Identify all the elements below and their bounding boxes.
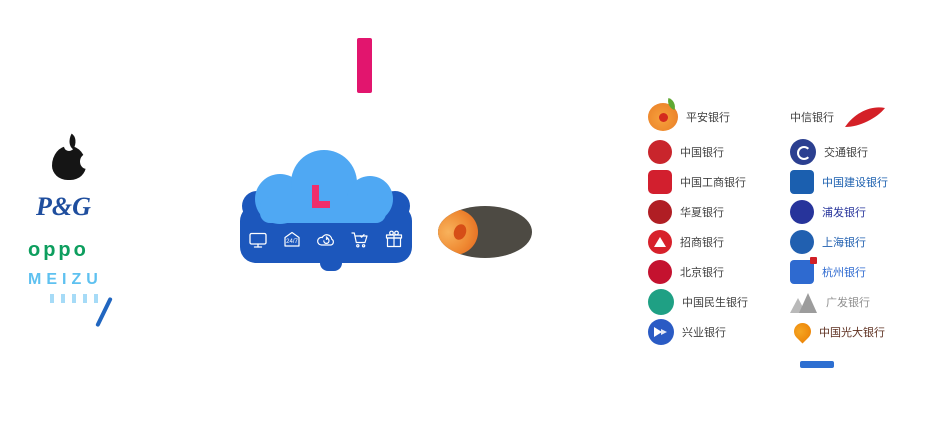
feature-icon-row: 24/7 [240, 229, 412, 251]
bank-row: 兴业银行 [648, 318, 780, 345]
bank-row: 交通银行 [790, 138, 928, 165]
pink-l-foot [312, 201, 330, 208]
bank-row: 中国光大银行 [790, 318, 928, 345]
apple-bite-shape [80, 154, 93, 169]
bank-logo-indigo-circle-icon [790, 199, 814, 224]
bank-logo-gray-mountain-icon [790, 291, 818, 313]
bank-logo-orange-fruit-icon [648, 98, 678, 131]
bank-name: 浦发银行 [822, 206, 866, 219]
bank-name: 中信银行 [790, 112, 834, 124]
bank-logo-red-swoosh-icon [845, 107, 885, 127]
more-indicator-bar [800, 361, 834, 368]
bank-name: 广发银行 [826, 296, 870, 309]
bank-logo-teal-circle-icon [648, 288, 674, 315]
always-on-sign-icon: 24/7 [284, 231, 300, 247]
bank-logo-red-circle-icon [648, 139, 672, 164]
bank-name: 中国建设银行 [822, 176, 888, 189]
bank-logo-blue-plane-icon [648, 318, 674, 345]
bank-row: 招商银行 [648, 228, 780, 255]
bank-name: 中国银行 [680, 146, 724, 159]
bank-logo-navy-circle-icon [790, 138, 816, 165]
bank-row: 中国民生银行 [648, 288, 780, 315]
bank-name: 中国工商银行 [680, 176, 746, 189]
apple-logo [52, 133, 93, 182]
brand-pink-bar [357, 38, 372, 93]
bank-name: 北京银行 [680, 266, 724, 279]
bank-logo-orange-drop-icon [790, 319, 815, 344]
oppo-logo: oppo [28, 239, 89, 261]
bank-row: 平安银行 [648, 98, 780, 134]
pink-l-stem [312, 185, 319, 208]
bank-logo-blue-circle-icon [790, 229, 814, 254]
bank-list-column-1: 平安银行 中国银行 中国工商银行 华夏银行 招商银行 北京银行 中国民生银行 [648, 98, 780, 348]
bank-logo-red-square-icon [648, 169, 672, 194]
bank-name: 交通银行 [824, 146, 868, 159]
bank-name: 中国光大银行 [819, 326, 885, 339]
bank-list-column-2: 中信银行 交通银行 中国建设银行 浦发银行 上海银行 杭州银行 广发银行 [790, 100, 928, 348]
cloud-light-shape [255, 150, 393, 224]
bank-logo-blue-square-icon [790, 169, 814, 194]
bank-name: 上海银行 [822, 236, 866, 249]
bank-logo-blue-reddot-icon [790, 256, 817, 284]
bank-row: 北京银行 [648, 258, 780, 285]
bank-row: 上海银行 [790, 228, 928, 255]
brand-letter-stubs [50, 294, 110, 303]
bank-row: 中国银行 [648, 138, 780, 165]
pink-l-mark [312, 185, 338, 211]
bank-name: 平安银行 [686, 112, 730, 124]
shopping-cart-icon [351, 232, 368, 248]
gateway-badge [438, 206, 532, 258]
bank-name: 杭州银行 [822, 266, 866, 279]
pg-logo: P&G [36, 192, 91, 221]
meizu-logo: MEIZU [28, 271, 103, 288]
bank-row: 杭州银行 [790, 256, 928, 285]
bank-row: 浦发银行 [790, 198, 928, 225]
bank-row: 中信银行 [790, 100, 928, 134]
monitor-icon [249, 232, 267, 248]
bank-logo-crimson-circle-icon [648, 259, 672, 284]
bank-name: 兴业银行 [682, 326, 726, 339]
partial-brand-logo [50, 294, 113, 334]
cloud-sync-icon [317, 234, 334, 246]
apple-dimple-shape [64, 142, 74, 151]
bank-logo-red-triangle-icon [648, 229, 672, 254]
bank-row: 中国工商银行 [648, 168, 780, 195]
svg-text:24/7: 24/7 [286, 239, 298, 245]
bank-logo-darkred-circle-icon [648, 199, 672, 224]
bank-name: 中国民生银行 [682, 296, 748, 309]
bank-row: 华夏银行 [648, 198, 780, 225]
bank-name: 招商银行 [680, 236, 724, 249]
platform-cloud: 24/7 [238, 145, 414, 280]
cloud-bottom-tab [320, 261, 342, 271]
bank-row: 广发银行 [790, 288, 928, 315]
bank-row: 中国建设银行 [790, 168, 928, 195]
bank-name: 华夏银行 [680, 206, 724, 219]
gift-icon [385, 230, 403, 248]
